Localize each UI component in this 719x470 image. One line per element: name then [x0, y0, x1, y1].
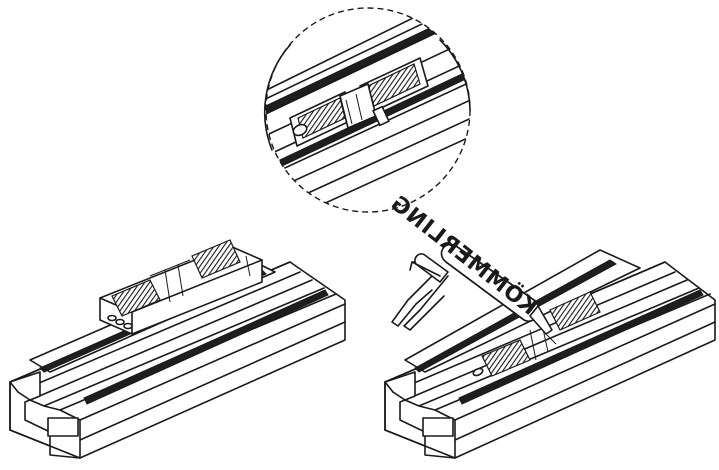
window-profile-with-adhesive-gun-icon: KÖMMERLING	[384, 190, 716, 459]
adhesive-gun-icon	[391, 243, 557, 345]
tube-brand-label: KÖMMERLING	[385, 190, 542, 321]
detail-magnifier-circle-icon	[263, 7, 471, 213]
window-profile-with-connector-icon	[9, 239, 346, 459]
zoomed-rail-detail	[266, 8, 470, 212]
